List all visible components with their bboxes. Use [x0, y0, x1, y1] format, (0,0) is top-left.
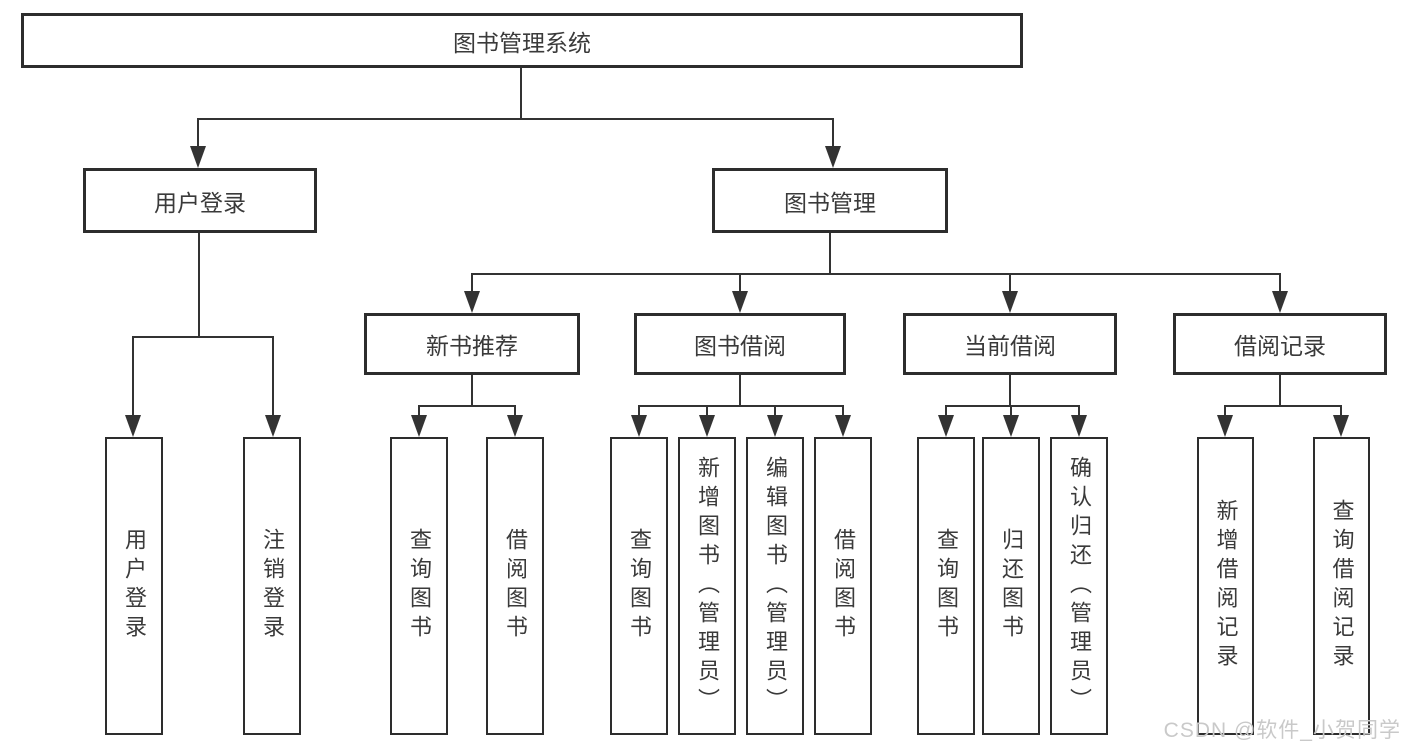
node-logout-leaf-label: 注销登录 — [260, 528, 285, 644]
node-user-login-leaf-label: 用户登录 — [122, 528, 147, 644]
arrow-down-icon — [1003, 415, 1019, 437]
connector-line — [197, 118, 199, 152]
node-edit-book-admin-leaf-label: 编辑图书（管理员） — [763, 455, 788, 717]
arrow-down-icon — [1333, 415, 1349, 437]
connector-line — [1224, 405, 1342, 407]
connector-line — [1279, 375, 1281, 406]
connector-line — [945, 405, 947, 419]
csdn-watermark: CSDN @软件_小贺同学 — [1163, 719, 1401, 742]
node-book-borrowing: 图书借阅 — [634, 313, 846, 375]
arrow-down-icon — [767, 415, 783, 437]
node-query-books-leaf-3-label: 查询图书 — [934, 528, 959, 644]
node-query-books-leaf-1: 查询图书 — [390, 437, 448, 735]
arrow-down-icon — [1272, 291, 1288, 313]
arrow-down-icon — [732, 291, 748, 313]
node-add-borrow-record-leaf-label: 新增借阅记录 — [1213, 499, 1239, 673]
connector-line — [197, 118, 834, 120]
connector-line — [832, 118, 834, 152]
connector-line — [471, 375, 473, 406]
arrow-down-icon — [825, 146, 841, 168]
arrow-down-icon — [464, 291, 480, 313]
node-query-books-leaf-2: 查询图书 — [610, 437, 668, 735]
node-root: 图书管理系统 — [21, 13, 1023, 68]
node-new-book-recommend: 新书推荐 — [364, 313, 580, 375]
node-user-login-leaf: 用户登录 — [105, 437, 163, 735]
node-query-books-leaf-1-label: 查询图书 — [407, 528, 432, 644]
node-add-book-admin-leaf-label: 新增图书（管理员） — [695, 455, 720, 717]
node-query-borrow-record-leaf-label: 查询借阅记录 — [1329, 499, 1355, 673]
connector-line — [1010, 405, 1012, 419]
node-add-book-admin-leaf: 新增图书（管理员） — [678, 437, 736, 735]
node-borrow-books-leaf-2: 借阅图书 — [814, 437, 872, 735]
connector-line — [471, 273, 1281, 275]
arrow-down-icon — [125, 415, 141, 437]
node-edit-book-admin-leaf: 编辑图书（管理员） — [746, 437, 804, 735]
connector-line — [471, 273, 473, 295]
connector-line — [514, 405, 516, 419]
node-confirm-return-admin-leaf: 确认归还（管理员） — [1050, 437, 1108, 735]
node-root-label: 图书管理系统 — [453, 29, 591, 56]
connector-line — [945, 405, 1080, 407]
arrow-down-icon — [1071, 415, 1087, 437]
connector-line — [739, 273, 741, 295]
connector-line — [1009, 273, 1011, 295]
node-add-borrow-record-leaf: 新增借阅记录 — [1197, 437, 1254, 735]
node-book-management-label: 图书管理 — [784, 189, 876, 216]
node-borrow-books-leaf-1: 借阅图书 — [486, 437, 544, 735]
connector-line — [829, 233, 831, 274]
connector-line — [198, 233, 200, 337]
arrow-down-icon — [699, 415, 715, 437]
connector-line — [1340, 405, 1342, 419]
connector-line — [706, 405, 708, 419]
arrow-down-icon — [190, 146, 206, 168]
node-logout-leaf: 注销登录 — [243, 437, 301, 735]
arrow-down-icon — [507, 415, 523, 437]
node-current-borrowing: 当前借阅 — [903, 313, 1117, 375]
node-user-login: 用户登录 — [83, 168, 317, 233]
arrow-down-icon — [938, 415, 954, 437]
arrow-down-icon — [1217, 415, 1233, 437]
arrow-down-icon — [265, 415, 281, 437]
node-borrowing-records-label: 借阅记录 — [1234, 333, 1326, 359]
connector-line — [739, 375, 741, 406]
connector-line — [132, 336, 274, 338]
node-user-login-label: 用户登录 — [154, 189, 246, 216]
connector-line — [418, 405, 516, 407]
node-book-management: 图书管理 — [712, 168, 948, 233]
node-book-borrowing-label: 图书借阅 — [694, 333, 786, 359]
arrow-down-icon — [631, 415, 647, 437]
connector-line — [1009, 375, 1011, 406]
node-return-book-leaf-label: 归还图书 — [999, 528, 1024, 644]
node-query-books-leaf-2-label: 查询图书 — [627, 528, 652, 644]
connector-line — [132, 336, 134, 420]
node-borrowing-records: 借阅记录 — [1173, 313, 1387, 375]
connector-line — [272, 336, 274, 420]
connector-line — [638, 405, 844, 407]
node-borrow-books-leaf-2-label: 借阅图书 — [831, 528, 856, 644]
node-return-book-leaf: 归还图书 — [982, 437, 1040, 735]
node-borrow-books-leaf-1-label: 借阅图书 — [503, 528, 528, 644]
node-current-borrowing-label: 当前借阅 — [964, 333, 1056, 359]
arrow-down-icon — [411, 415, 427, 437]
node-query-books-leaf-3: 查询图书 — [917, 437, 975, 735]
connector-line — [520, 68, 522, 119]
connector-line — [1279, 273, 1281, 295]
connector-line — [842, 405, 844, 419]
connector-line — [418, 405, 420, 419]
arrow-down-icon — [835, 415, 851, 437]
connector-line — [638, 405, 640, 419]
connector-line — [1078, 405, 1080, 419]
connector-line — [1224, 405, 1226, 419]
node-new-book-recommend-label: 新书推荐 — [426, 333, 518, 359]
connector-line — [774, 405, 776, 419]
node-query-borrow-record-leaf: 查询借阅记录 — [1313, 437, 1370, 735]
arrow-down-icon — [1002, 291, 1018, 313]
node-confirm-return-admin-leaf-label: 确认归还（管理员） — [1067, 455, 1092, 717]
